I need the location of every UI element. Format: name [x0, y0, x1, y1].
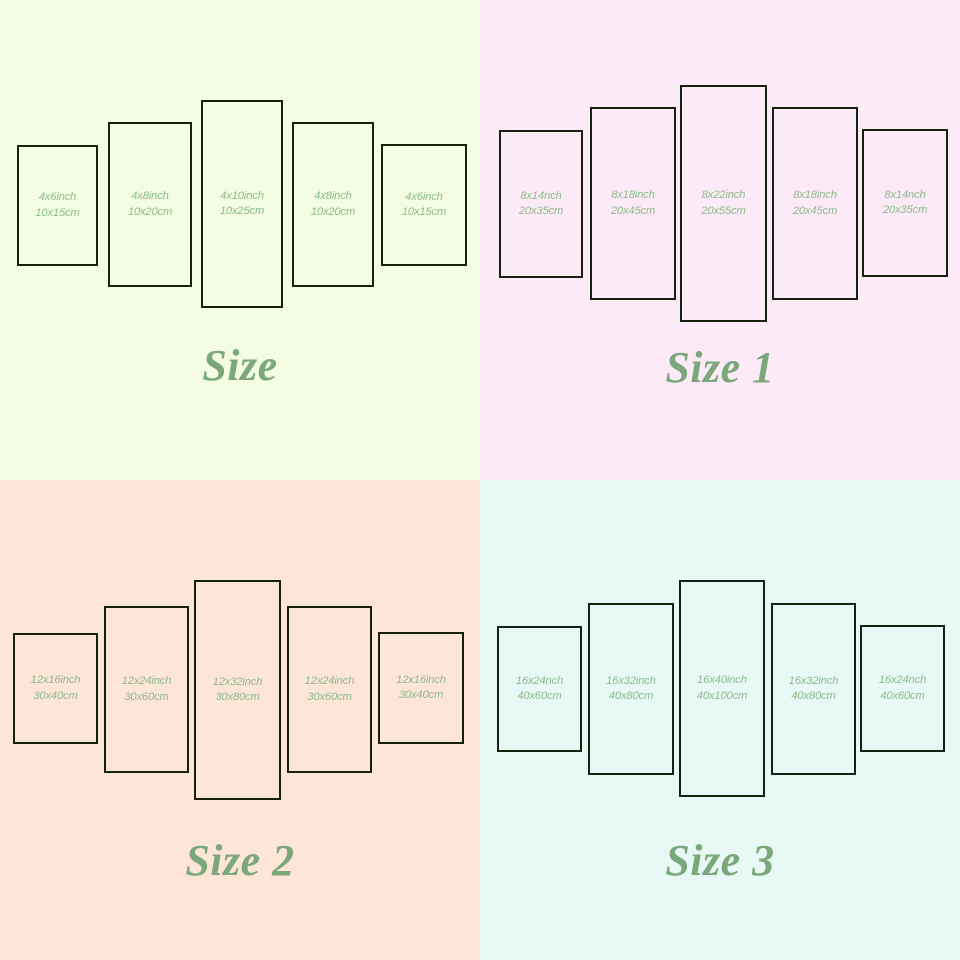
panel-label-inch: 12x32inch	[212, 675, 263, 688]
panel-label-cm: 40x100cm	[696, 689, 748, 702]
panel-label-inch: 4x6inch	[405, 190, 443, 203]
panel-label-cm: 40x80cm	[608, 690, 654, 702]
quadrant-title-size-3: Size 3	[665, 836, 775, 885]
panel-label-cm: 20x35cm	[518, 205, 564, 217]
canvas-size-1-panel-2[interactable]: 8x18inch 20x45cm	[590, 107, 676, 300]
panel-label-inch: 8x18inch	[611, 189, 655, 201]
panel-label-cm: 20x55cm	[701, 204, 746, 217]
panel-label-inch: 8x14nch	[520, 189, 562, 202]
panel-label-cm: 10x20cm	[310, 205, 356, 218]
quadrant-size-3: 16x24nch 40x60cm 16x32inch 40x80cm 16x40inch…	[480, 480, 960, 960]
panel-group-size: 4x6inch 10x15cm 4x8inch 10x20cm 4x10inch 10x2…	[0, 0, 480, 480]
panel-label-cm: 30x40cm	[398, 689, 444, 701]
panel-label-cm: 40x60cm	[517, 690, 562, 702]
quadrant-title-size-1: Size 1	[665, 343, 775, 392]
canvas-size-panel-2[interactable]: 4x8inch 10x20cm	[108, 122, 192, 287]
panel-label-cm: 30x40cm	[33, 689, 78, 702]
quadrant-title-size: Size	[202, 341, 278, 390]
quadrant-title-size-2: Size 2	[185, 836, 295, 885]
canvas-size-3-panel-5[interactable]: 16x24nch 40x60cm	[860, 625, 945, 752]
panel-label-inch: 12x16inch	[30, 674, 81, 686]
panel-group-size-2: 12x16inch 30x40cm 12x24inch 30x60cm 12x32inc…	[0, 480, 480, 960]
canvas-size-panel-4[interactable]: 4x8inch 10x20cm	[292, 122, 374, 287]
canvas-size-2-panel-2[interactable]: 12x24inch 30x60cm	[104, 606, 189, 773]
panel-label-cm: 10x15cm	[401, 206, 447, 218]
panel-label-cm: 10x20cm	[127, 205, 173, 218]
canvas-size-3-panel-3[interactable]: 16x40inch 40x100cm	[679, 580, 765, 797]
canvas-size-3-panel-1[interactable]: 16x24nch 40x60cm	[497, 626, 582, 752]
canvas-size-1-panel-1[interactable]: 8x14nch 20x35cm	[499, 130, 583, 278]
canvas-size-2-panel-1[interactable]: 12x16inch 30x40cm	[13, 633, 98, 744]
panel-label-cm: 20x35cm	[882, 204, 928, 216]
panel-label-inch: 12x16inch	[396, 673, 446, 686]
panel-label-inch: 16x40inch	[697, 674, 747, 686]
canvas-size-2-panel-5[interactable]: 12x16inch 30x40cm	[378, 632, 464, 744]
panel-label-cm: 40x60cm	[880, 689, 925, 702]
canvas-size-panel-3[interactable]: 4x10inch 10x25cm	[201, 100, 283, 308]
panel-label-cm: 40x80cm	[791, 690, 836, 702]
panel-label-inch: 16x32inch	[606, 674, 656, 687]
panel-label-inch: 4x8inch	[314, 190, 352, 202]
panel-group-size-1: 8x14nch 20x35cm 8x18inch 20x45cm 8x22inch 20x…	[480, 0, 960, 480]
panel-label-inch: 8x14nch	[884, 188, 926, 201]
panel-label-cm: 10x25cm	[219, 205, 265, 217]
panel-label-inch: 4x10inch	[220, 189, 264, 202]
panel-label-cm: 30x60cm	[124, 690, 169, 703]
canvas-size-1-panel-5[interactable]: 8x14nch 20x35cm	[862, 129, 948, 277]
quadrant-size-2: 12x16inch 30x40cm 12x24inch 30x60cm 12x32inc…	[0, 480, 480, 960]
panel-label-inch: 4x6inch	[38, 191, 77, 203]
panel-label-inch: 12x24inch	[304, 675, 355, 687]
panel-label-cm: 20x45cm	[610, 204, 656, 217]
panel-label-cm: 10x15cm	[35, 206, 80, 219]
panel-label-cm: 30x60cm	[307, 690, 352, 703]
panel-label-inch: 4x8inch	[131, 190, 169, 202]
quadrant-size: 4x6inch 10x15cm 4x8inch 10x20cm 4x10inch 10x2…	[0, 0, 480, 480]
canvas-size-3-panel-2[interactable]: 16x32inch 40x80cm	[588, 603, 674, 775]
panel-label-inch: 16x32inch	[788, 674, 839, 687]
panel-label-inch: 12x24inch	[121, 675, 172, 687]
canvas-size-panel-5[interactable]: 4x6inch 10x15cm	[381, 144, 467, 266]
panel-label-cm: 20x45cm	[792, 204, 838, 217]
quadrant-size-1: 8x14nch 20x35cm 8x18inch 20x45cm 8x22inch 20x…	[480, 0, 960, 480]
panel-label-inch: 8x18inch	[793, 189, 837, 201]
canvas-size-2-panel-3[interactable]: 12x32inch 30x80cm	[194, 580, 281, 800]
panel-group-size-3: 16x24nch 40x60cm 16x32inch 40x80cm 16x40inch…	[480, 480, 960, 960]
canvas-size-panel-1[interactable]: 4x6inch 10x15cm	[17, 145, 98, 266]
panel-label-cm: 30x80cm	[215, 691, 260, 703]
panel-label-inch: 8x22inch	[701, 189, 746, 201]
canvas-size-2-panel-4[interactable]: 12x24inch 30x60cm	[287, 606, 372, 773]
panel-label-inch: 16x24nch	[878, 674, 927, 686]
canvas-size-1-panel-3[interactable]: 8x22inch 20x55cm	[680, 85, 767, 322]
canvas-size-3-panel-4[interactable]: 16x32inch 40x80cm	[771, 603, 856, 775]
panel-label-inch: 16x24nch	[515, 674, 564, 687]
canvas-size-1-panel-4[interactable]: 8x18inch 20x45cm	[772, 107, 858, 300]
